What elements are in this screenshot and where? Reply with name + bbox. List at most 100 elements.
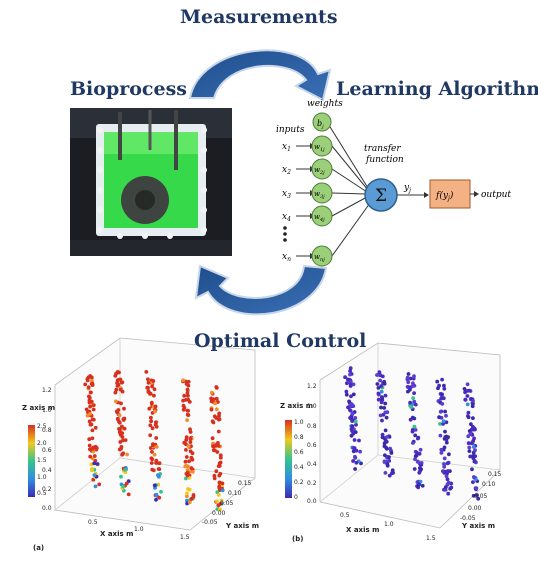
scatter-point — [184, 476, 188, 481]
z-axis-label-b: Z axis m — [280, 402, 313, 410]
bias-node-label: bj — [317, 119, 324, 130]
scatter-point — [384, 415, 389, 420]
yj-label: yj — [403, 183, 411, 194]
scatter-point — [93, 484, 98, 489]
scatter-point — [150, 384, 155, 389]
scatter-point — [439, 396, 443, 401]
z-tick-b: 0.2 — [307, 480, 317, 487]
scatter-point — [87, 395, 92, 400]
scatter-point — [438, 409, 443, 414]
scatter-point — [380, 418, 384, 423]
scatter-point — [152, 483, 157, 488]
scatter-point — [218, 507, 222, 512]
scatter-point — [443, 485, 448, 489]
scatter-point — [97, 482, 102, 487]
x-tick-b: 0.5 — [340, 512, 350, 519]
scatter-point — [382, 406, 387, 410]
scatter-point — [379, 405, 383, 410]
input-x2: x2 — [282, 165, 291, 176]
scatter-point — [154, 492, 159, 497]
scatter-point — [474, 486, 479, 490]
scatter-point — [152, 452, 157, 457]
scatter-point — [348, 408, 352, 412]
z-tick-a: 0.2 — [42, 486, 52, 493]
scatter-point — [216, 429, 221, 434]
x-axis-label-b: X axis m — [346, 526, 379, 534]
scatter-point — [90, 468, 94, 473]
scatter-point — [441, 419, 446, 424]
scatter-point — [412, 467, 417, 471]
scatter-point — [411, 381, 415, 386]
scatter-point — [353, 467, 357, 471]
z-axis-label-a: Z axis m — [22, 404, 55, 412]
scatter-point — [93, 425, 98, 430]
scatter-point — [383, 401, 388, 406]
scatter-point — [187, 487, 192, 492]
scatter-point — [467, 449, 472, 453]
scatter-point — [218, 453, 223, 458]
scatter-point — [189, 497, 194, 501]
scatter-point — [470, 467, 474, 472]
scatter-point — [408, 385, 412, 390]
weights-label: weights — [307, 99, 343, 109]
scatter-point — [350, 424, 355, 428]
scatter-point — [472, 426, 477, 431]
scatter-point — [216, 503, 221, 508]
scatter-point — [353, 454, 357, 459]
scatter-point — [418, 479, 423, 484]
scatter-point — [385, 462, 390, 466]
scatter-point — [149, 400, 154, 405]
scatter-point — [83, 382, 88, 387]
scatter-point — [376, 397, 381, 402]
scatter-3d-b — [285, 342, 501, 529]
scatter-point — [147, 406, 152, 411]
scatter-point — [419, 467, 423, 472]
scatter-point — [88, 412, 92, 416]
scatter-point — [468, 454, 473, 459]
scatter-point — [410, 415, 415, 420]
scatter-point — [406, 389, 410, 394]
scatter-point — [219, 498, 224, 503]
scatter-point — [377, 370, 382, 375]
scatter-point — [86, 385, 91, 390]
scatter-point — [439, 447, 444, 452]
scatter-point — [435, 379, 440, 384]
scatter-point — [471, 493, 476, 498]
scatter-point — [150, 426, 155, 431]
scatter-point — [379, 400, 384, 405]
scatter-point — [418, 447, 423, 452]
scatter-point — [376, 386, 381, 390]
scatter-point — [89, 462, 94, 467]
scatter-point — [114, 387, 119, 392]
scatter-point — [218, 471, 223, 476]
scatter-point — [91, 403, 96, 407]
y-tick-a: 0.10 — [228, 490, 242, 497]
scatter-point — [352, 446, 357, 451]
scatter-point — [217, 411, 222, 416]
scatter-point — [471, 480, 475, 484]
scatter-point — [186, 379, 191, 384]
scatter-point — [346, 405, 350, 410]
bottom-cycle-arrow — [194, 264, 328, 316]
panel-label-a: (a) — [33, 544, 44, 552]
scatter-point — [380, 432, 385, 437]
scatter-point — [449, 485, 454, 490]
scatter-point — [121, 417, 126, 422]
scatter-point — [146, 377, 150, 382]
scatter-point — [443, 429, 447, 434]
scatter-point — [415, 459, 420, 464]
scatter-point — [181, 398, 186, 403]
scatter-point — [85, 377, 90, 381]
scatter-point — [465, 394, 470, 398]
scatter-point — [413, 454, 418, 459]
scatter-point — [211, 444, 216, 449]
scatter-point — [217, 417, 222, 422]
transfer-label-1: transfer — [364, 144, 401, 154]
scatter-point — [466, 441, 471, 446]
colorbar-a — [28, 425, 35, 497]
scatter-point — [351, 459, 355, 463]
scatter-point — [442, 464, 447, 469]
scatter-point — [186, 408, 191, 413]
scatter-point — [149, 461, 154, 465]
scatter-point — [188, 440, 193, 444]
